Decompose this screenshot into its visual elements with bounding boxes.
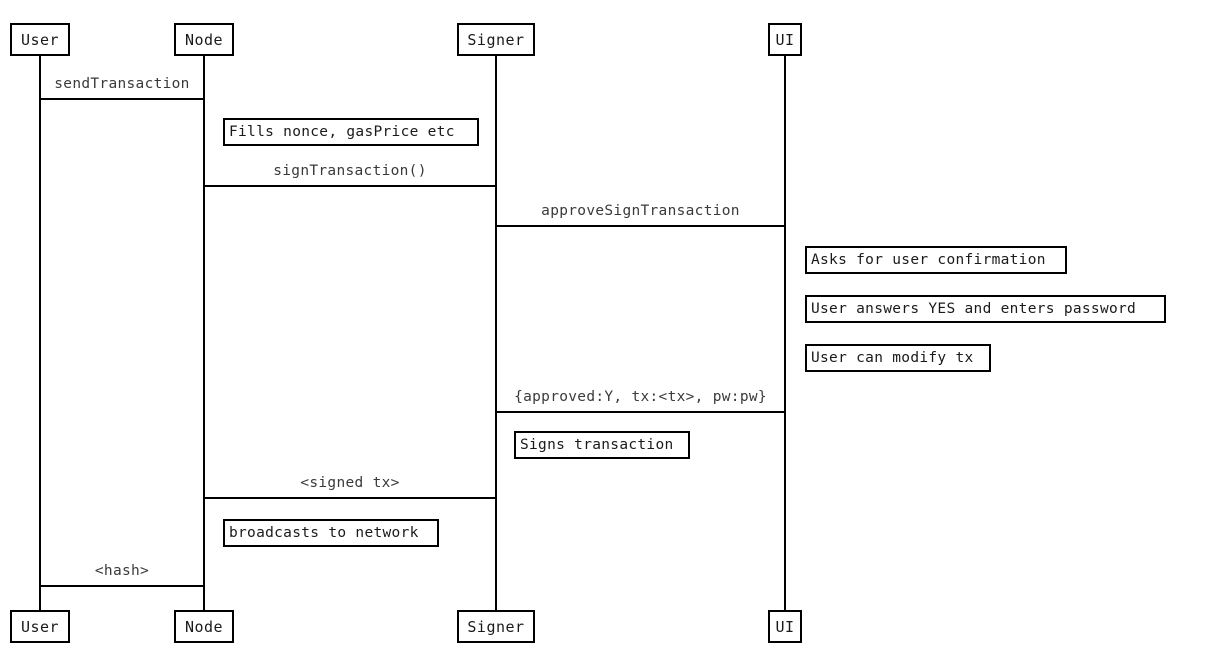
note-text-signs-transaction: Signs transaction (520, 437, 674, 453)
message-label-signed-tx: <signed tx> (300, 475, 400, 491)
message-label-approve-sign-transaction: approveSignTransaction (541, 203, 740, 219)
participant-label-ui-footer: UI (775, 617, 795, 636)
note-text-broadcasts-to-network: broadcasts to network (229, 525, 419, 541)
message-line-send-transaction (39, 98, 205, 100)
message-line-hash (39, 585, 205, 587)
message-label-hash: <hash> (94, 563, 150, 579)
note-signs-transaction (514, 431, 690, 459)
participant-label-node-footer: Node (184, 617, 224, 636)
lifeline-signer (495, 56, 497, 610)
note-broadcasts-to-network (223, 519, 439, 547)
participant-footer-ui[interactable]: UI (768, 610, 802, 643)
participant-label-signer: Signer (467, 30, 525, 49)
message-line-sign-transaction (203, 185, 497, 187)
participant-header-user[interactable]: User (10, 23, 70, 56)
message-label-sign-transaction: signTransaction() (273, 163, 427, 179)
participant-label-signer-footer: Signer (467, 617, 525, 636)
lifeline-user (39, 56, 41, 610)
participant-footer-signer[interactable]: Signer (457, 610, 535, 643)
message-line-signed-tx (203, 497, 497, 499)
participant-label-user-footer: User (20, 617, 60, 636)
note-text-asks-for-confirmation: Asks for user confirmation (811, 252, 1046, 268)
participant-footer-node[interactable]: Node (174, 610, 234, 643)
note-fills-nonce (223, 118, 479, 146)
message-line-approval-payload (495, 411, 786, 413)
note-asks-for-confirmation (805, 246, 1067, 274)
participant-label-node: Node (184, 30, 224, 49)
lifeline-ui (784, 56, 786, 610)
note-user-answers-yes (805, 295, 1166, 323)
note-user-can-modify-tx (805, 344, 991, 372)
participant-label-ui: UI (775, 30, 795, 49)
message-label-send-transaction: sendTransaction (54, 76, 190, 92)
note-text-user-answers-yes: User answers YES and enters password (811, 301, 1137, 317)
note-text-fills-nonce: Fills nonce, gasPrice etc (229, 124, 455, 140)
participant-header-signer[interactable]: Signer (457, 23, 535, 56)
message-label-approval-payload: {approved:Y, tx:<tx>, pw:pw} (514, 389, 767, 405)
lifeline-node (203, 56, 205, 610)
participant-label-user: User (20, 30, 60, 49)
participant-header-node[interactable]: Node (174, 23, 234, 56)
participant-footer-user[interactable]: User (10, 610, 70, 643)
note-text-user-can-modify-tx: User can modify tx (811, 350, 974, 366)
participant-header-ui[interactable]: UI (768, 23, 802, 56)
message-line-approve-sign-transaction (495, 225, 786, 227)
